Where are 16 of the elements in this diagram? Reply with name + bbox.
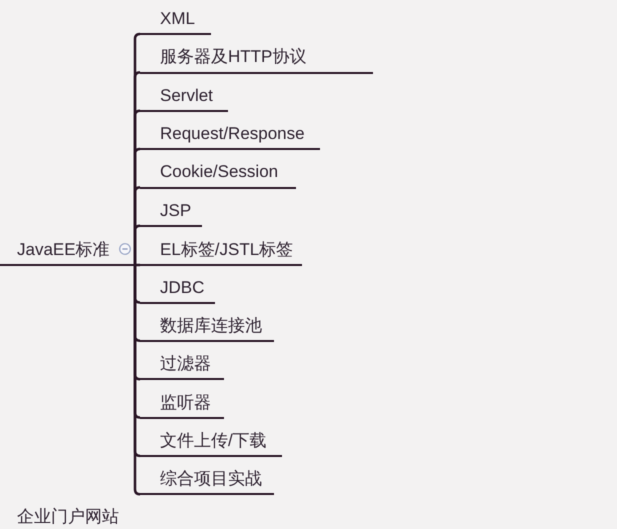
branch-topic: Cookie/Session	[140, 157, 296, 189]
branch-line	[135, 264, 140, 266]
branch-topic: 文件上传/下载	[140, 426, 282, 458]
branch-topic: XML	[140, 4, 211, 36]
branch-topic: 服务器及HTTP协议	[140, 42, 373, 74]
branch-topic: JDBC	[140, 272, 215, 304]
branch-topic: Request/Response	[140, 119, 320, 150]
branch-line	[134, 224, 142, 265]
branch-topic: JSP	[140, 196, 202, 228]
branch-topic: 监听器	[140, 388, 224, 419]
branch-topic: 过滤器	[140, 349, 224, 380]
branch-topic: Servlet	[140, 80, 228, 112]
branch-topic: EL标签/JSTL标签	[140, 235, 302, 266]
branch-topic: 综合项目实战	[140, 464, 274, 496]
branch-topic: 数据库连接池	[140, 310, 274, 342]
topic-label: 企业门户网站	[17, 507, 119, 527]
